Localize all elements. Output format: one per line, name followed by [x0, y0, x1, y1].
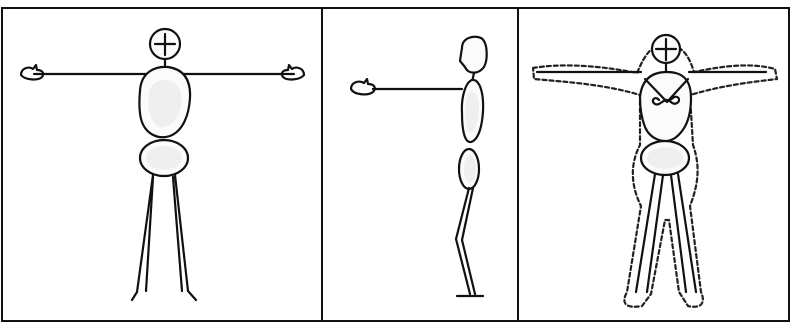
- side-head: [460, 37, 487, 73]
- left-hand: [21, 65, 43, 79]
- side-pelvis-shading: [464, 155, 476, 183]
- outline-left-leg-outer: [636, 174, 655, 292]
- pelvis-shading: [146, 146, 182, 170]
- side-hand: [351, 79, 375, 94]
- right-hand: [282, 65, 304, 79]
- panel-front-outline-view: [533, 35, 777, 307]
- outline-right-leg-inner: [671, 175, 686, 292]
- panel-front-view: [21, 29, 304, 300]
- outline-pelvis-shading: [647, 147, 683, 169]
- panel-side-view: [351, 37, 487, 296]
